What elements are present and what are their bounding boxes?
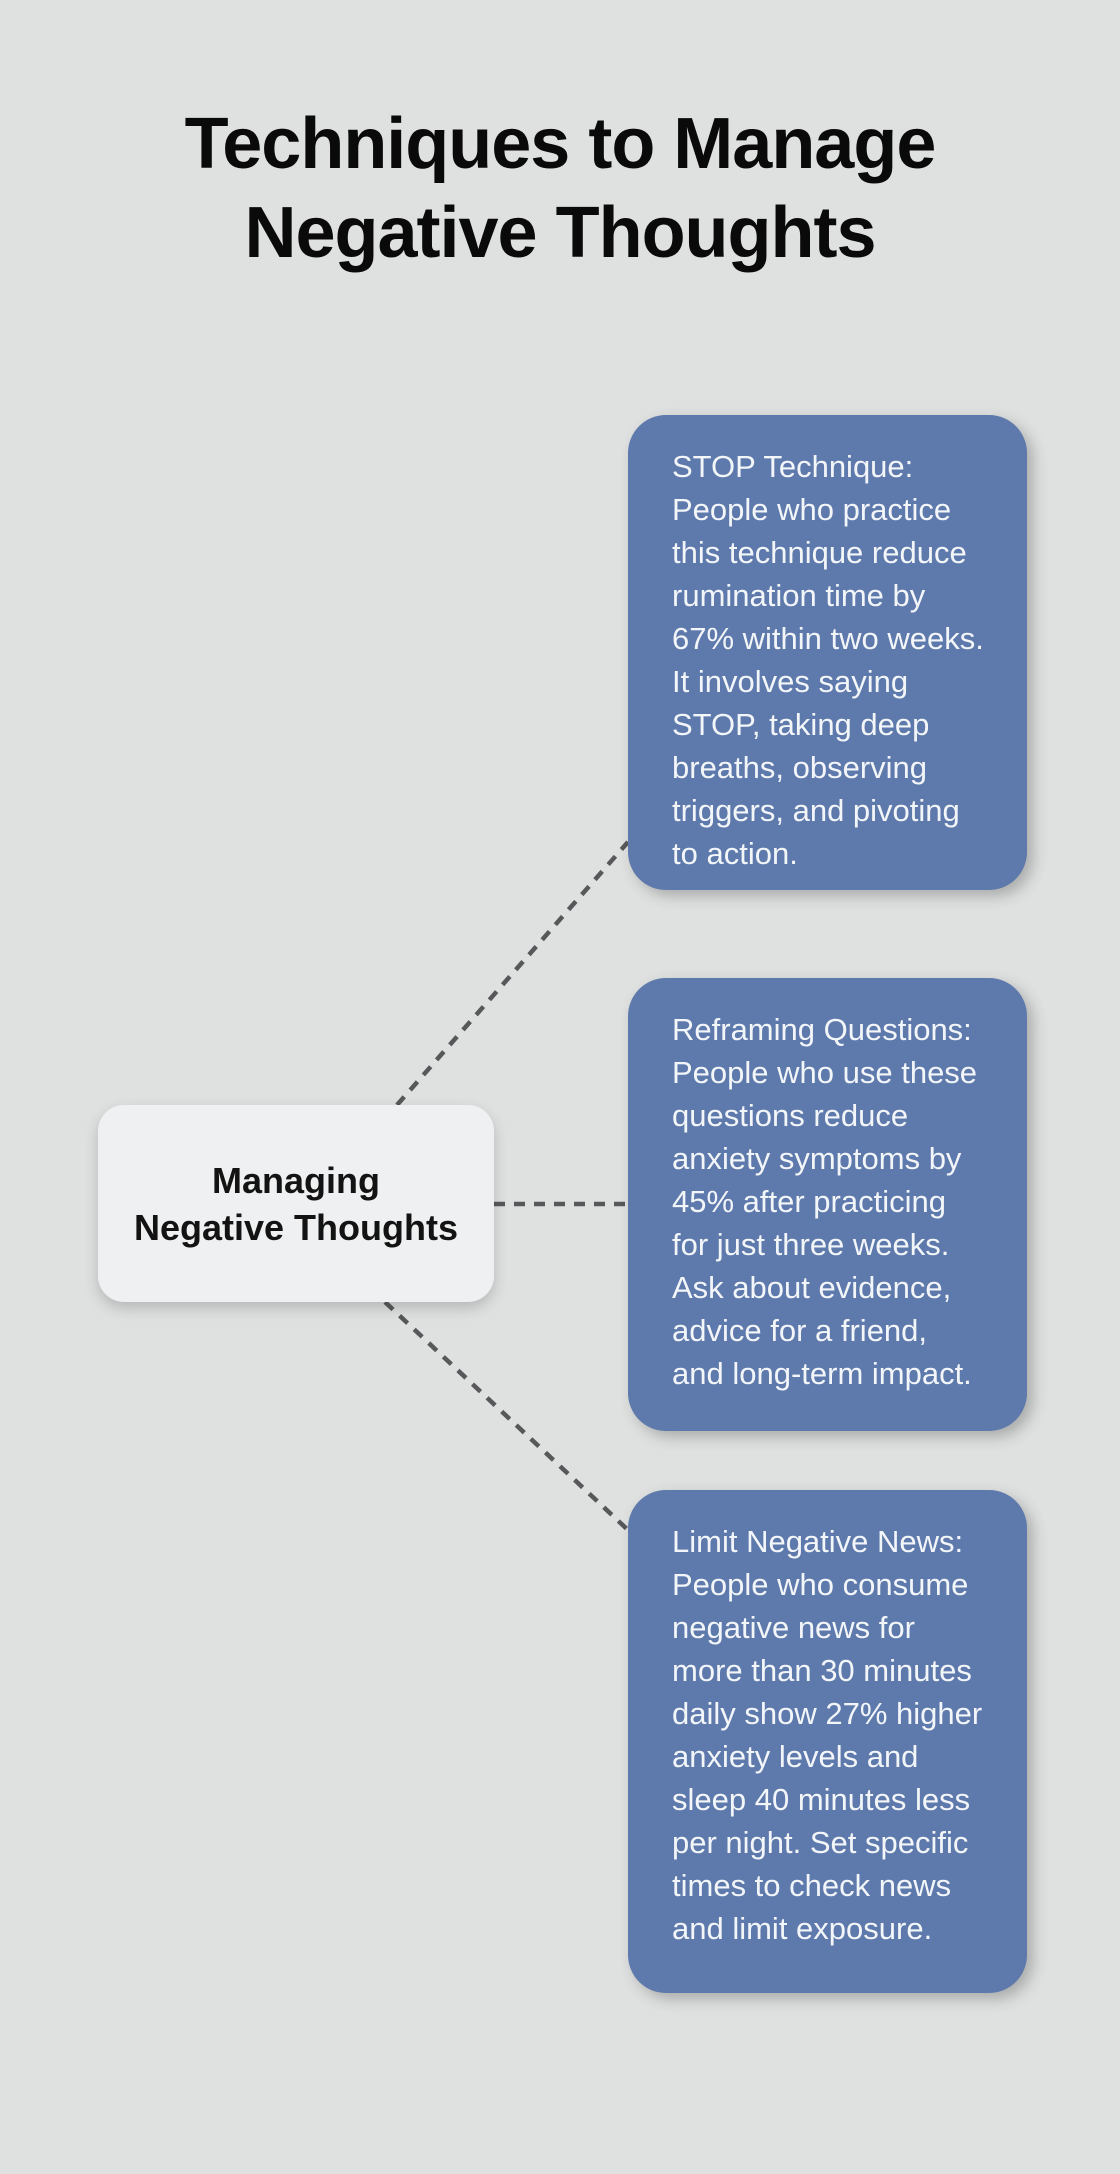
page-title: Techniques to Manage Negative Thoughts	[0, 100, 1120, 278]
connector-root-to-stop-technique	[395, 840, 630, 1107]
root-label-line-1: Managing	[212, 1159, 380, 1201]
branch-text-limit-negative-news: Limit Negative News: People who consume …	[672, 1524, 983, 1946]
branch-text-stop-technique: STOP Technique: People who practice this…	[672, 449, 984, 871]
branch-node-limit-negative-news: Limit Negative News: People who consume …	[628, 1490, 1027, 1993]
root-label-line-2: Negative Thoughts	[133, 1206, 459, 1248]
branch-node-stop-technique: STOP Technique: People who practice this…	[628, 415, 1027, 890]
branch-node-reframing-questions: Reframing Questions: People who use thes…	[628, 978, 1027, 1431]
branch-text-reframing-questions: Reframing Questions: People who use thes…	[672, 1012, 978, 1391]
connector-root-to-limit-negative-news	[383, 1300, 630, 1532]
page-title-line-2: Negative Thoughts	[244, 193, 876, 273]
root-node-managing-negative-thoughts: Managing Negative Thoughts	[98, 1105, 494, 1302]
page-title-line-1: Techniques to Manage	[184, 104, 937, 184]
